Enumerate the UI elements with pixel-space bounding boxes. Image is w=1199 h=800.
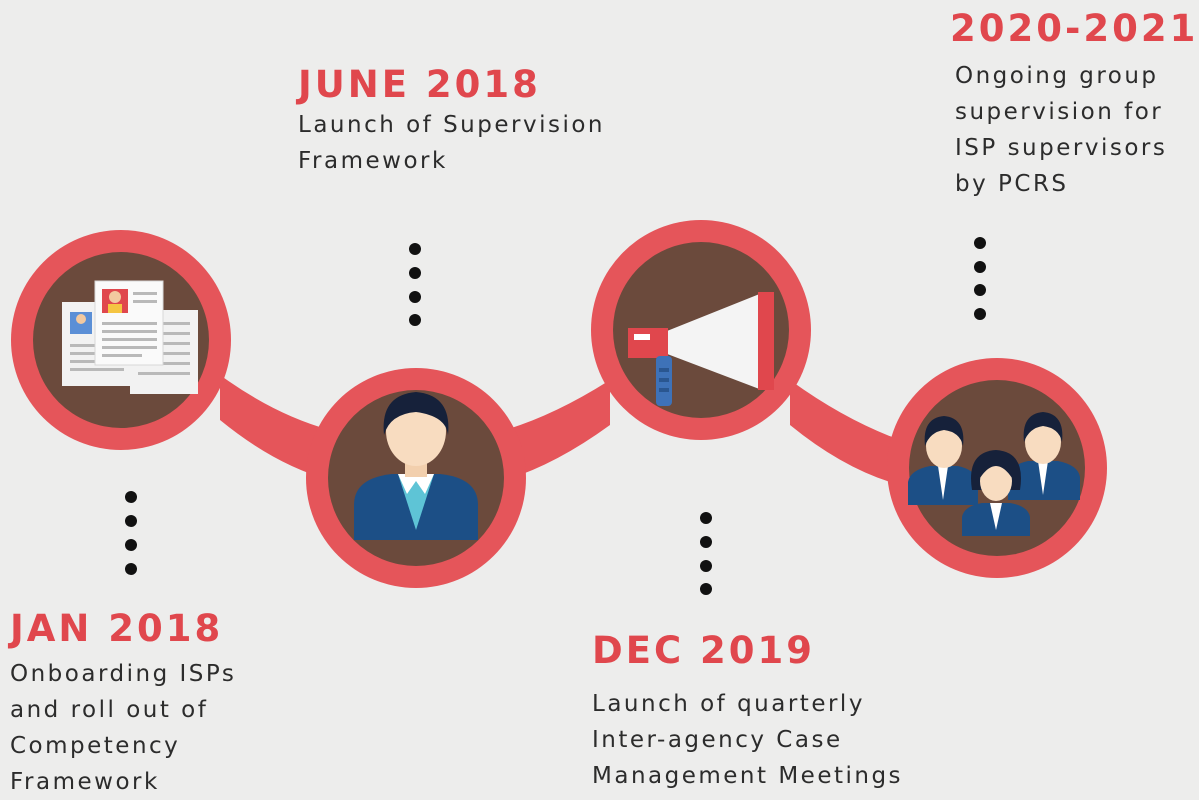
milestone-line: Launch of Supervision: [298, 112, 605, 138]
milestone-line: Onboarding ISPs: [10, 661, 237, 687]
node-jan-2018: [11, 230, 231, 450]
milestone-line: Inter-agency Case: [592, 727, 843, 753]
milestone-line: Management Meetings: [592, 763, 904, 789]
node-dec-2019: [591, 220, 811, 440]
milestone-line: Ongoing group: [955, 63, 1159, 89]
milestone-line: ISP supervisors: [955, 135, 1168, 161]
milestone-date: 2020-2021: [950, 7, 1199, 50]
connector-dots: [125, 237, 986, 595]
connector-band: [220, 375, 900, 485]
milestone-description: Ongoing group supervision for ISP superv…: [955, 58, 1167, 202]
milestone-date: JAN 2018: [10, 607, 224, 650]
milestone-line: Framework: [298, 148, 448, 174]
milestone-line: and roll out of: [10, 697, 209, 723]
milestone-description: Launch of Supervision Framework: [298, 107, 605, 179]
milestone-line: Framework: [10, 769, 160, 795]
node-2020-2021: [887, 358, 1107, 578]
milestone-line: Competency: [10, 733, 181, 759]
milestone-description: Onboarding ISPs and roll out of Competen…: [10, 656, 236, 800]
node-june-2018: [306, 368, 526, 588]
milestone-date: DEC 2019: [592, 629, 816, 672]
megaphone-icon: [628, 292, 774, 406]
milestone-line: Launch of quarterly: [592, 691, 865, 717]
milestone-description: Launch of quarterly Inter-agency Case Ma…: [592, 686, 903, 794]
supervisor-icon: [354, 392, 478, 540]
group-icon: [908, 412, 1080, 536]
documents-icon: [62, 280, 198, 394]
milestone-line: by PCRS: [955, 171, 1069, 197]
milestone-date: JUNE 2018: [298, 63, 541, 106]
milestone-line: supervision for: [955, 99, 1164, 125]
